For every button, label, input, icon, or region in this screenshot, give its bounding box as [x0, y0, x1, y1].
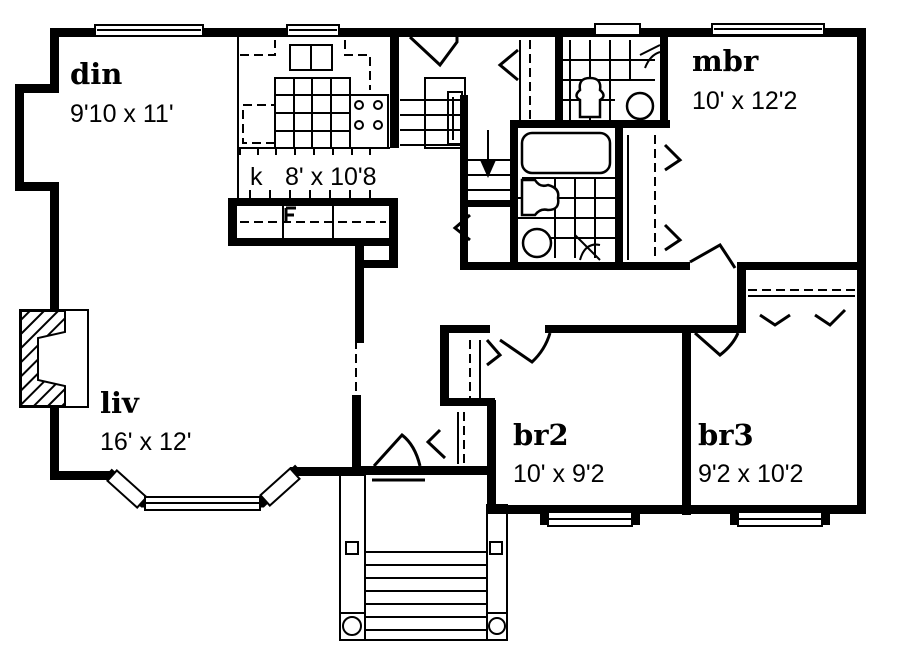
svg-text:9'10 x 11': 9'10 x 11': [70, 100, 174, 128]
room-label-mbr: mbr 10' x 12'2: [692, 44, 797, 115]
svg-text:16' x 12': 16' x 12': [100, 428, 192, 456]
sink-upper: [625, 91, 655, 121]
svg-text:br2: br2: [513, 418, 569, 452]
room-label-br2: br2 10' x 9'2: [513, 418, 605, 488]
bay-window: [105, 464, 302, 511]
svg-text:9'2 x 10'2: 9'2 x 10'2: [698, 460, 803, 488]
fireplace: [19, 309, 89, 408]
svg-text:din: din: [70, 57, 122, 91]
doors: [372, 35, 847, 482]
svg-text:10' x 12'2: 10' x 12'2: [692, 87, 797, 115]
sink-lower: [521, 227, 553, 259]
window-bath: [594, 23, 641, 36]
toilet-lower: [520, 178, 560, 217]
svg-text:k: k: [250, 163, 263, 191]
kitchen-fixtures: [238, 40, 390, 240]
svg-text:8' x 10'8: 8' x 10'8: [285, 163, 377, 191]
closets: [457, 40, 855, 464]
exterior-walls: [15, 28, 866, 514]
toilet-upper: [575, 76, 605, 119]
room-label-br3: br3 9'2 x 10'2: [698, 418, 803, 488]
svg-text:liv: liv: [100, 386, 140, 420]
svg-text:br3: br3: [698, 418, 754, 452]
room-label-kitchen: k 8' x 10'8: [250, 163, 377, 191]
stairs: [400, 77, 515, 207]
svg-text:10' x 9'2: 10' x 9'2: [513, 460, 605, 488]
room-label-din: din 9'10 x 11': [70, 57, 174, 128]
entry-steps: [339, 474, 508, 641]
stairs-down-arrow-icon: [480, 160, 496, 178]
windows: [94, 23, 830, 527]
room-label-liv: liv 16' x 12': [100, 386, 192, 456]
bathroom-fixtures: [518, 40, 668, 259]
svg-text:mbr: mbr: [692, 44, 759, 78]
bathtub: [520, 131, 612, 175]
